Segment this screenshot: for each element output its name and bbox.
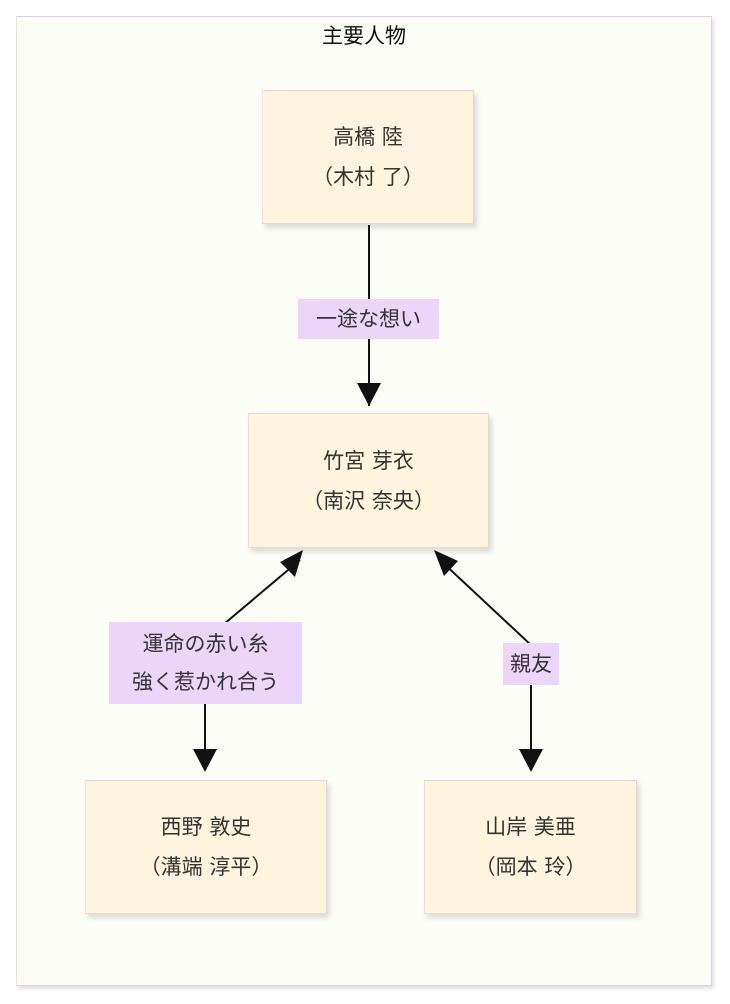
actor-name: （木村 了） <box>312 165 424 189</box>
node-nishino-atsushi[interactable]: 西野 敦史 （溝端 淳平） <box>85 780 327 914</box>
cluster-title: 主要人物 <box>322 24 406 48</box>
edge-label-best-friend: 親友 <box>503 643 559 685</box>
arrowhead-up-icon <box>280 550 303 577</box>
edge-label-text: 親友 <box>510 652 552 676</box>
edge-label-text: 一途な想い <box>316 307 421 331</box>
actor-name: （岡本 玲） <box>474 855 587 879</box>
edge-label-red-thread: 運命の赤い糸 強く惹かれ合う <box>109 622 302 704</box>
character-name: 竹宮 芽衣 <box>323 448 414 473</box>
actor-name: （溝端 淳平） <box>139 855 273 879</box>
edge-label-text: 強く惹かれ合う <box>132 670 279 694</box>
node-yamagishi-mia[interactable]: 山岸 美亜 （岡本 玲） <box>424 780 637 914</box>
character-name: 西野 敦史 <box>160 815 252 839</box>
arrowhead-down-icon <box>519 749 543 772</box>
character-name: 高橋 陸 <box>333 125 403 149</box>
arrowhead-down-icon <box>193 749 217 772</box>
node-takahashi-riku[interactable]: 高橋 陸 （木村 了） <box>262 90 474 224</box>
edge-label-text: 運命の赤い糸 <box>142 632 269 656</box>
edge-label-one-way-love: 一途な想い <box>298 299 439 339</box>
character-name: 山岸 美亜 <box>485 815 576 839</box>
arrowhead-down-icon <box>357 383 381 406</box>
node-takemiya-mei[interactable]: 竹宮 芽衣 （南沢 奈央） <box>248 413 489 548</box>
arrowhead-up-icon <box>434 550 458 576</box>
actor-name: （南沢 奈央） <box>302 488 435 513</box>
